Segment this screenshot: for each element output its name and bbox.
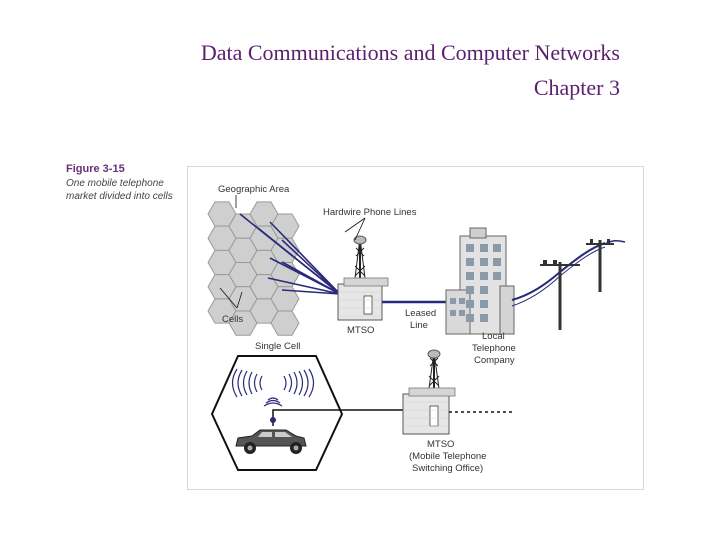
slide-title: Data Communications and Computer Network… [200,40,620,65]
mtso-building-bottom [402,387,456,435]
label-local: Local [482,331,505,342]
cell-hexagon [270,310,300,336]
label-mobile-telephone: (Mobile Telephone [409,451,486,462]
slide-subtitle: Chapter 3 [533,75,620,100]
hardwire-phone-lines [239,213,341,295]
label-mtso: MTSO [347,325,374,336]
label-switching-office: Switching Office) [412,463,483,474]
label-company: Company [474,355,515,366]
cell-honeycomb [207,201,300,336]
label-geographic-area: Geographic Area [218,184,290,195]
car-icon [235,429,307,454]
hardwire-line [281,261,341,295]
radio-waves [231,368,315,407]
figure-caption: One mobile telephone market divided into… [66,178,173,202]
hardwire-line [257,227,341,295]
label-cells: Cells [222,314,243,325]
label-leased: Leased [405,308,436,319]
mtso-building-top [337,277,389,321]
hardwire-line [281,289,341,295]
figure-number: Figure 3-15 [66,163,125,175]
label-hardwire-phone-lines: Hardwire Phone Lines [323,207,417,218]
antenna-icon [270,417,276,423]
hardwire-line [269,221,341,295]
label-single-cell: Single Cell [255,341,300,352]
label-telephone: Telephone [472,343,516,354]
telephone-company-building [445,227,515,335]
hardwire-line [267,277,341,295]
label-mtso-full: MTSO [427,439,454,450]
single-cell-hexagon [210,355,344,471]
hardwire-line [281,239,341,295]
utility-poles [511,239,626,330]
label-line: Line [410,320,428,331]
label-pointers [219,195,366,309]
